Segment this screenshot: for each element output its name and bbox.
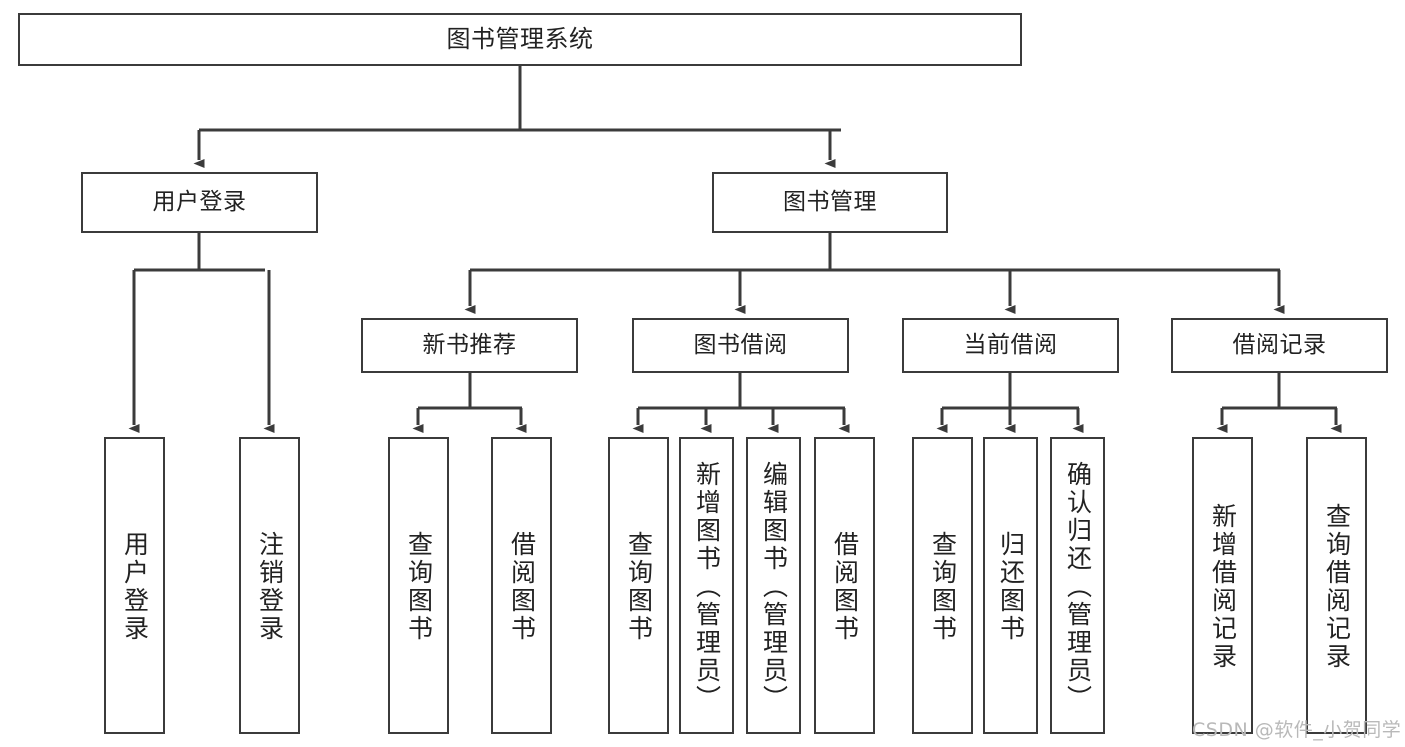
- node-leaf-borrow-book-2[interactable]: 借阅图书: [814, 437, 875, 734]
- node-label: 查询图书: [928, 530, 958, 643]
- node-system-title[interactable]: 图书管理系统: [18, 13, 1022, 66]
- node-borrow-record[interactable]: 借阅记录: [1171, 318, 1388, 373]
- node-label: 用户登录: [120, 530, 150, 643]
- node-book-borrow[interactable]: 图书借阅: [632, 318, 849, 373]
- node-label: 新书推荐: [422, 331, 517, 358]
- node-user-login[interactable]: 用户登录: [81, 172, 318, 233]
- node-leaf-query-book-1[interactable]: 查询图书: [388, 437, 449, 734]
- node-leaf-query-book-3[interactable]: 查询图书: [912, 437, 973, 734]
- node-label: 查询图书: [624, 530, 654, 643]
- node-label: 新增借阅记录: [1208, 502, 1238, 671]
- node-leaf-confirm-return-admin[interactable]: 确认归还（管理员）: [1050, 437, 1105, 734]
- node-leaf-logout-login[interactable]: 注销登录: [239, 437, 300, 734]
- node-leaf-add-borrow-record[interactable]: 新增借阅记录: [1192, 437, 1253, 734]
- node-leaf-borrow-book-1[interactable]: 借阅图书: [491, 437, 552, 734]
- node-leaf-query-borrow-record[interactable]: 查询借阅记录: [1306, 437, 1367, 734]
- node-current-borrow[interactable]: 当前借阅: [902, 318, 1119, 373]
- node-label: 查询图书: [404, 530, 434, 643]
- node-label: 注销登录: [255, 530, 285, 643]
- node-label: 图书管理系统: [446, 25, 594, 54]
- node-label: 借阅图书: [507, 530, 537, 643]
- node-label: 图书借阅: [693, 331, 788, 358]
- node-leaf-query-book-2[interactable]: 查询图书: [608, 437, 669, 734]
- node-label: 新增图书（管理员）: [692, 460, 722, 713]
- node-label: 查询借阅记录: [1322, 502, 1352, 671]
- node-leaf-user-login[interactable]: 用户登录: [104, 437, 165, 734]
- node-label: 借阅图书: [830, 530, 860, 643]
- node-label: 当前借阅: [963, 331, 1058, 358]
- node-new-book-recommend[interactable]: 新书推荐: [361, 318, 578, 373]
- node-label: 图书管理: [783, 188, 877, 215]
- node-label: 借阅记录: [1232, 331, 1327, 358]
- node-label: 编辑图书（管理员）: [759, 460, 789, 713]
- node-leaf-edit-book-admin[interactable]: 编辑图书（管理员）: [746, 437, 801, 734]
- node-leaf-return-book[interactable]: 归还图书: [983, 437, 1038, 734]
- node-label: 用户登录: [152, 188, 247, 215]
- node-label: 确认归还（管理员）: [1063, 460, 1093, 713]
- node-leaf-add-book-admin[interactable]: 新增图书（管理员）: [679, 437, 734, 734]
- node-book-manage[interactable]: 图书管理: [712, 172, 948, 233]
- node-label: 归还图书: [996, 530, 1026, 643]
